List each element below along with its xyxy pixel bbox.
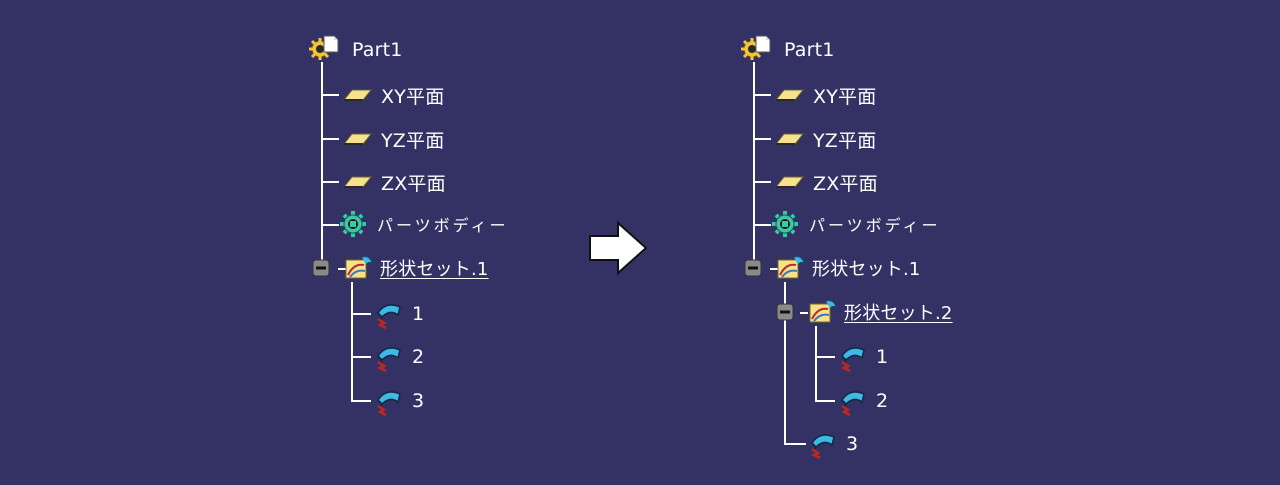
tree-node-surface-2[interactable]: 2 — [836, 386, 888, 416]
node-label: 3 — [412, 390, 425, 412]
branch-line — [753, 138, 771, 140]
part-body-gear-icon — [771, 209, 801, 239]
node-label: ZX平面 — [381, 172, 446, 195]
node-label: XY平面 — [381, 85, 445, 108]
tree-node-geo-set-1[interactable]: 形状セット.1 — [312, 253, 489, 283]
surface-icon — [806, 429, 838, 459]
tree-node-part-body[interactable]: パーツボディー — [771, 209, 941, 239]
branch-line — [351, 313, 371, 315]
node-label: YZ平面 — [381, 129, 445, 152]
tree-node-yz-plane[interactable]: YZ平面 — [341, 124, 444, 154]
branch-line — [815, 356, 835, 358]
tree-node-surface-3[interactable]: 3 — [372, 386, 424, 416]
plane-icon — [773, 82, 805, 108]
right-arrow-icon — [588, 220, 650, 280]
node-label: 2 — [876, 390, 889, 412]
geometrical-set-icon — [808, 297, 838, 327]
node-label: 形状セット.1 — [812, 259, 921, 280]
branch-line — [753, 181, 771, 183]
branch-line — [338, 268, 346, 270]
geo-set-trunk-line — [815, 326, 817, 401]
geo-set-trunk-line — [351, 282, 353, 401]
branch-line — [321, 181, 339, 183]
collapse-toggle-icon[interactable] — [776, 303, 794, 321]
tree-node-zx-plane[interactable]: ZX平面 — [773, 167, 878, 197]
node-label: XY平面 — [813, 85, 877, 108]
branch-line — [321, 94, 339, 96]
tree-node-zx-plane[interactable]: ZX平面 — [341, 167, 446, 197]
tree-node-geo-set-1[interactable]: 形状セット.1 — [744, 253, 921, 283]
part-gear-icon — [740, 35, 772, 65]
node-label: 3 — [846, 433, 859, 455]
collapse-toggle-icon[interactable] — [744, 259, 762, 277]
branch-line — [351, 400, 371, 402]
tree-node-yz-plane[interactable]: YZ平面 — [773, 124, 876, 154]
node-label: YZ平面 — [813, 129, 877, 152]
tree-trunk-line — [321, 62, 323, 266]
node-label: Part1 — [352, 39, 403, 61]
branch-line — [753, 94, 771, 96]
tree-node-surface-3[interactable]: 3 — [806, 429, 858, 459]
tree-node-xy-plane[interactable]: XY平面 — [341, 80, 444, 110]
branch-line — [800, 312, 808, 314]
tree-node-xy-plane[interactable]: XY平面 — [773, 80, 876, 110]
node-label: 1 — [876, 346, 889, 368]
branch-line — [784, 443, 806, 445]
tree-node-part1[interactable]: Part1 — [740, 35, 835, 65]
plane-icon — [773, 169, 805, 195]
branch-line — [351, 356, 371, 358]
node-label: 形状セット.1 — [380, 259, 489, 280]
tree-node-surface-2[interactable]: 2 — [372, 342, 424, 372]
node-label: パーツボディー — [809, 216, 941, 235]
tree-trunk-line — [753, 62, 755, 266]
tree-node-surface-1[interactable]: 1 — [372, 299, 424, 329]
tree-node-geo-set-2[interactable]: 形状セット.2 — [776, 297, 953, 327]
branch-line — [321, 224, 339, 226]
surface-icon — [836, 342, 868, 372]
branch-line — [815, 400, 835, 402]
geometrical-set-icon — [776, 253, 806, 283]
node-label: 2 — [412, 346, 425, 368]
branch-line — [753, 224, 771, 226]
branch-line — [321, 138, 339, 140]
node-label: 形状セット.2 — [844, 303, 953, 324]
tree-node-surface-1[interactable]: 1 — [836, 342, 888, 372]
node-label: 1 — [412, 303, 425, 325]
node-label: パーツボディー — [377, 216, 509, 235]
tree-node-part-body[interactable]: パーツボディー — [339, 209, 509, 239]
plane-icon — [773, 126, 805, 152]
branch-line — [770, 268, 778, 270]
node-label: Part1 — [784, 39, 835, 61]
surface-icon — [836, 386, 868, 416]
node-label: ZX平面 — [813, 172, 878, 195]
tree-node-part1[interactable]: Part1 — [308, 35, 403, 65]
geo-set-trunk-line — [784, 282, 786, 444]
